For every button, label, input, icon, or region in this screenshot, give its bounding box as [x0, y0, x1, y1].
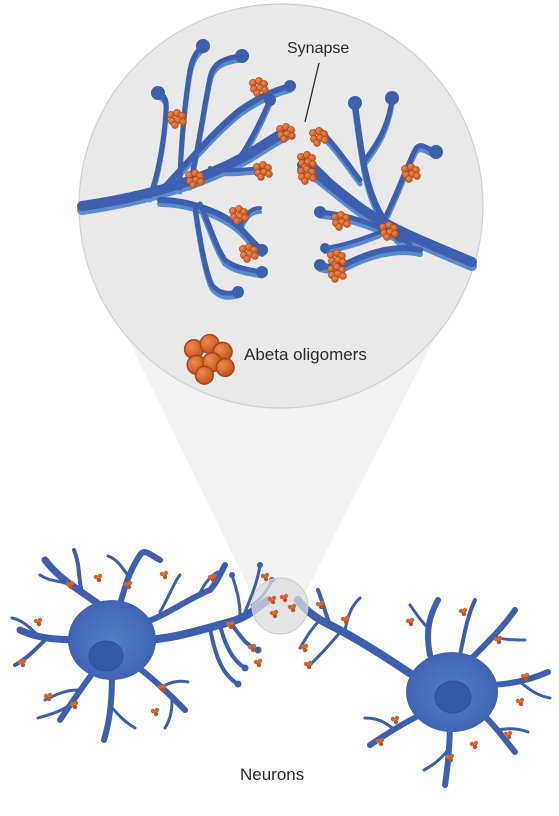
left-dendrite-tree — [77, 39, 296, 300]
synapse-pointer-line — [304, 62, 320, 123]
right-neuron-nucleus — [434, 680, 472, 714]
synapse-highlight-circle — [251, 577, 309, 635]
neurons-label: Neurons — [240, 765, 305, 784]
abeta-oligomers-label: Abeta oligomers — [244, 345, 367, 364]
right-dendrite-tree — [297, 91, 477, 274]
synapse-label: Synapse — [287, 40, 350, 57]
left-neuron-nucleus — [88, 640, 124, 672]
